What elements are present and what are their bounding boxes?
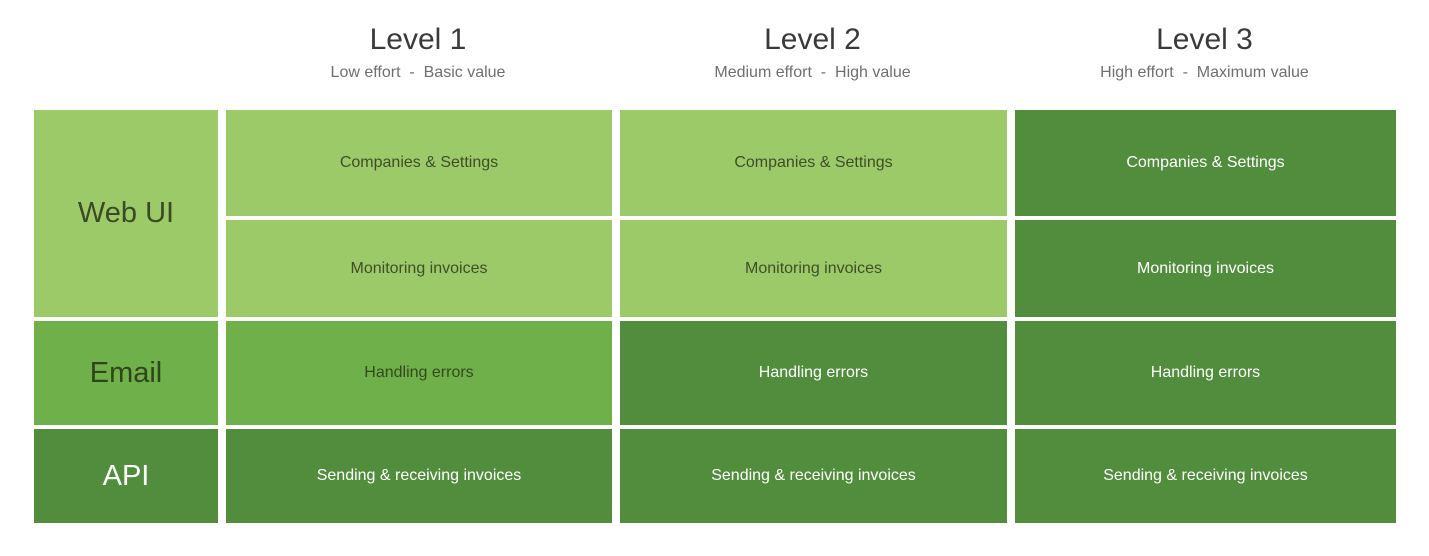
level-3-subtitle: High effort - Maximum value bbox=[1100, 64, 1309, 81]
cell-level3-monitoring-invoices: Monitoring invoices bbox=[1015, 220, 1396, 317]
row-label-api: API bbox=[34, 429, 218, 523]
row-label-web-ui: Web UI bbox=[34, 110, 218, 317]
cell-level2-sending-receiving-invoices: Sending & receiving invoices bbox=[620, 429, 1007, 523]
cell-level1-companies-settings: Companies & Settings bbox=[226, 110, 612, 216]
matrix-grid: Web UI Email API Companies & Settings Co… bbox=[34, 110, 1396, 523]
level-1-header: Level 1 Low effort - Basic value bbox=[225, 22, 611, 83]
level-2-header: Level 2 Medium effort - High value bbox=[619, 22, 1006, 83]
level-2-title: Level 2 bbox=[764, 23, 861, 56]
row-label-email: Email bbox=[34, 321, 218, 425]
cell-level1-handling-errors: Handling errors bbox=[226, 321, 612, 425]
level-2-subtitle: Medium effort - High value bbox=[714, 64, 911, 81]
level-1-subtitle: Low effort - Basic value bbox=[330, 64, 506, 81]
level-3-header: Level 3 High effort - Maximum value bbox=[1014, 22, 1395, 83]
cell-level3-handling-errors: Handling errors bbox=[1015, 321, 1396, 425]
cell-level1-sending-receiving-invoices: Sending & receiving invoices bbox=[226, 429, 612, 523]
cell-level3-sending-receiving-invoices: Sending & receiving invoices bbox=[1015, 429, 1396, 523]
cell-level2-monitoring-invoices: Monitoring invoices bbox=[620, 220, 1007, 317]
level-3-title: Level 3 bbox=[1156, 23, 1253, 56]
level-1-title: Level 1 bbox=[369, 23, 467, 56]
cell-level2-handling-errors: Handling errors bbox=[620, 321, 1007, 425]
cell-level1-monitoring-invoices: Monitoring invoices bbox=[226, 220, 612, 317]
cell-level3-companies-settings: Companies & Settings bbox=[1015, 110, 1396, 216]
cell-level2-companies-settings: Companies & Settings bbox=[620, 110, 1007, 216]
